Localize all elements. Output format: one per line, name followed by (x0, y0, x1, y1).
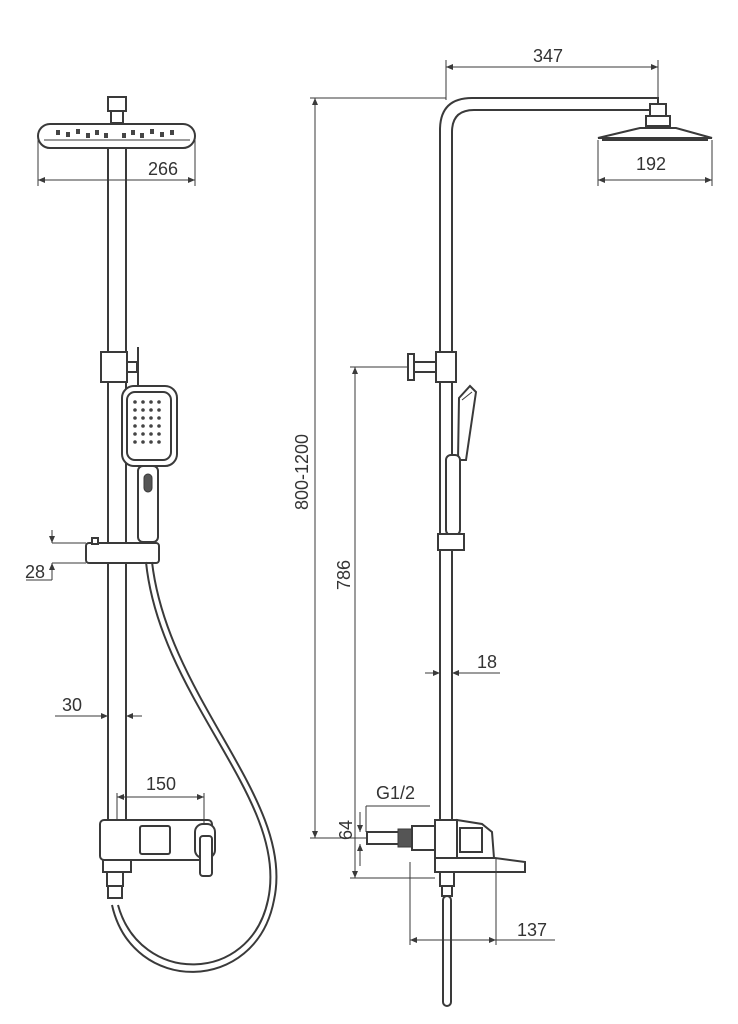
dim-label-rail-diameter: 18 (477, 652, 497, 672)
dimension-lines (26, 60, 713, 945)
front-mixer-valve (99, 819, 216, 899)
side-mixer-valve (366, 818, 526, 1007)
front-diverter (100, 351, 128, 383)
dim-label-slider-height: 28 (25, 562, 45, 582)
dim-label-height-range: 800-1200 (292, 434, 312, 510)
dim-label-rail-width: 30 (62, 695, 82, 715)
front-top-connector (107, 96, 127, 112)
side-shower-pipe (439, 97, 659, 839)
dim-label-head-width-front: 266 (148, 159, 178, 179)
front-view (37, 96, 278, 973)
side-view (366, 97, 713, 1007)
dim-label-spout-depth: 137 (517, 920, 547, 940)
side-hand-shower (445, 384, 478, 536)
dim-label-inlet-height: 64 (336, 820, 356, 840)
dim-label-thread: G1/2 (376, 783, 415, 803)
front-hand-shower (121, 385, 178, 543)
front-slider (85, 542, 160, 564)
side-diverter (435, 351, 457, 383)
dim-label-mixer-to-diverter: 786 (334, 560, 354, 590)
dim-label-arm-reach: 347 (533, 46, 563, 66)
side-slider (437, 533, 465, 551)
front-rain-shower-head (37, 123, 196, 149)
dim-label-mixer-centers: 150 (146, 774, 176, 794)
dim-label-head-width-side: 192 (636, 154, 666, 174)
front-shower-rail (107, 147, 127, 829)
side-rain-shower-head (597, 103, 713, 141)
front-shower-hose (117, 561, 272, 966)
